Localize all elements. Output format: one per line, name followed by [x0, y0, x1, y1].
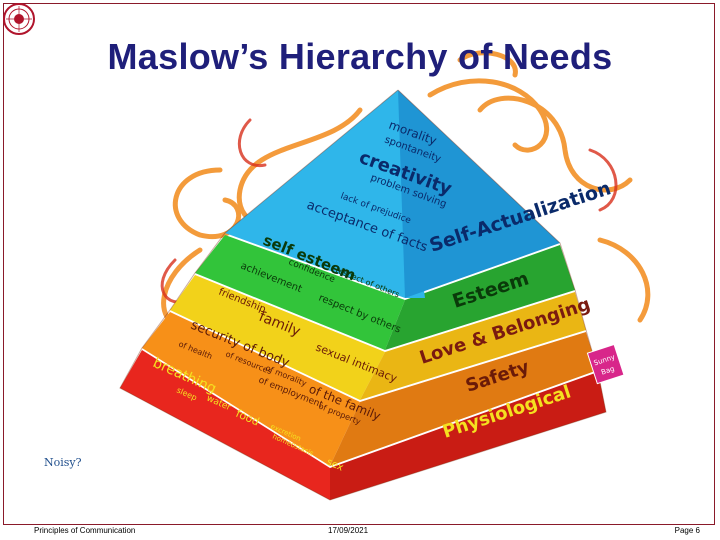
footer-page: Page 6 [674, 526, 700, 535]
level-self-actualization-right [398, 90, 560, 298]
level-safety-right [330, 332, 598, 466]
level-love-right [360, 292, 586, 400]
footer-date: 17/09/2021 [328, 526, 369, 535]
level-safety-left [142, 312, 360, 466]
pyramid [119, 89, 607, 501]
level-physiological-left [120, 350, 330, 500]
level-self-actualization-left [225, 90, 425, 298]
university-seal-logo [3, 3, 35, 35]
speaker-note: Noisy? [44, 456, 82, 469]
sunny-bag-badge: Sunny Bag [586, 343, 625, 385]
level-esteem-right [385, 245, 575, 350]
svg-text:Bag: Bag [600, 365, 615, 377]
slide-title: Maslow’s Hierarchy of Needs [107, 36, 613, 77]
level-esteem-left [195, 235, 405, 350]
level-physiological-right [330, 372, 606, 500]
level-love-left [170, 275, 385, 400]
footer-course: Principles of Communication [34, 526, 136, 535]
slide-frame [3, 3, 715, 525]
